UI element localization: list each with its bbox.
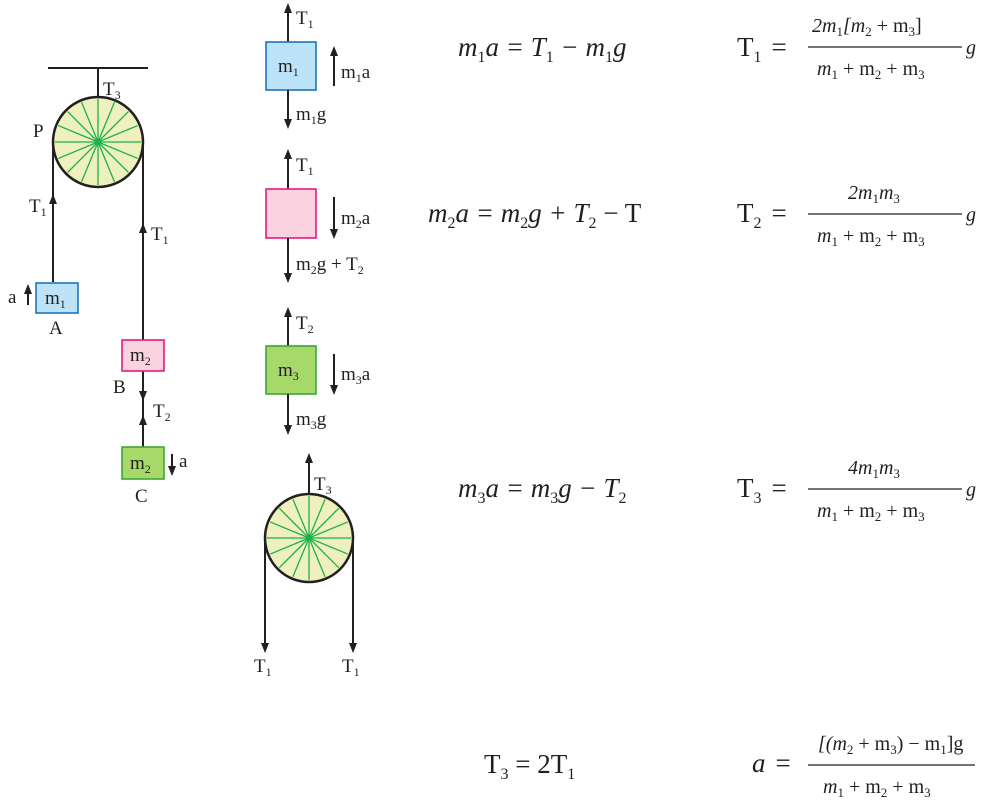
block-c-name: C <box>135 486 148 507</box>
pulley-spoke <box>80 102 99 143</box>
pulley-spoke <box>292 498 310 539</box>
pulley-spoke <box>67 111 99 143</box>
fbd1-top-label: T1 <box>296 8 314 31</box>
t3-label: T3 <box>103 79 121 102</box>
pulley-wheel <box>51 95 145 189</box>
t2-label: T2 <box>153 401 171 424</box>
pulley-spoke <box>80 141 99 182</box>
pulley-spoke <box>308 498 326 539</box>
result-t1-denominator: m1 + m2 + m3 <box>817 58 925 82</box>
pulley-spoke <box>278 507 310 539</box>
result-t1-numerator: 2m1[m2 + m3] <box>812 15 922 39</box>
pulley-fbd-right-label: T1 <box>342 656 360 679</box>
fbd2-accel-label: m2a <box>341 208 371 231</box>
fbd3-block-mass: m3 <box>278 360 299 383</box>
fbd3-bottom-label: m3g <box>296 409 327 432</box>
fbd2-bottom-label: m2g + T2 <box>296 254 364 277</box>
pulley-spoke <box>269 537 310 555</box>
equation-3: m3a = m3g − T2 <box>458 473 626 507</box>
bottom-accel-denominator: m1 + m2 + m3 <box>823 776 931 800</box>
fbd3-top-label: T2 <box>296 313 314 336</box>
fbd1-block <box>265 41 317 91</box>
block-c-mass: m2 <box>130 453 151 476</box>
fbd3-accel-label: m3a <box>341 364 371 387</box>
fbd2-block <box>265 188 317 239</box>
result-t3-denominator: m1 + m2 + m3 <box>817 500 925 524</box>
t1-left-label: T1 <box>29 196 47 219</box>
pulley-spoke <box>308 537 340 569</box>
block-b-name: B <box>113 377 126 398</box>
block-a <box>35 282 79 314</box>
pulley-spoke <box>58 141 99 160</box>
bottom-t3-equation: T3 = 2T1 <box>484 749 575 783</box>
accel-c-label: a <box>179 451 188 472</box>
pulley-spoke <box>67 141 99 173</box>
pulley-fbd-left-label: T1 <box>254 656 272 679</box>
pulley-spoke <box>97 124 138 143</box>
pulley-fbd-top-label: T3 <box>314 474 332 497</box>
result-t2-denominator: m1 + m2 + m3 <box>817 225 925 249</box>
bottom-accel-lhs: a= <box>752 748 791 778</box>
fbd1-accel-label: m1a <box>341 62 371 85</box>
block-a-mass: m1 <box>45 288 66 311</box>
result-t3-g: g <box>966 479 976 501</box>
pulley-spoke <box>97 141 116 182</box>
pulley-spoke <box>97 111 129 143</box>
block-b-mass: m2 <box>130 345 151 368</box>
pulley-spoke <box>292 537 310 578</box>
pulley-fbd-wheel <box>263 492 355 584</box>
result-t3-numerator: 4m1m3 <box>848 457 900 481</box>
result-t1-g: g <box>966 37 976 59</box>
pulley-label: P <box>33 121 44 142</box>
t1-right-label: T1 <box>151 224 169 247</box>
bottom-accel-numerator: [(m2 + m3) − m1]g <box>818 733 963 757</box>
fbd3-block <box>265 345 317 395</box>
equation-2: m2a = m2g + T2 − T <box>428 198 642 232</box>
result-t2-g: g <box>966 204 976 226</box>
fbd1-bottom-label: m1g <box>296 104 327 127</box>
result-t1-lhs: T1= <box>737 32 787 66</box>
pulley-spoke <box>308 537 326 578</box>
block-c <box>121 446 165 480</box>
pulley-spoke <box>308 537 349 555</box>
accel-a-label: a <box>8 287 17 308</box>
result-t3-lhs: T3= <box>737 473 787 507</box>
block-b <box>121 339 165 372</box>
pulley-spoke <box>308 521 349 539</box>
fbd1-block-mass: m1 <box>278 56 299 79</box>
pulley-spoke <box>97 102 116 143</box>
pulley-spoke <box>278 537 310 569</box>
pulley-spoke <box>97 141 138 160</box>
pulley-spoke <box>97 141 129 173</box>
pulley-spoke <box>308 507 340 539</box>
pulley-spoke <box>58 124 99 143</box>
equation-1: m1a = T1 − m1g <box>458 32 626 66</box>
block-a-name: A <box>49 318 63 339</box>
pulley-spoke <box>269 521 310 539</box>
result-t2-lhs: T2= <box>737 198 787 232</box>
result-t2-numerator: 2m1m3 <box>848 182 900 206</box>
fbd2-top-label: T1 <box>296 155 314 178</box>
